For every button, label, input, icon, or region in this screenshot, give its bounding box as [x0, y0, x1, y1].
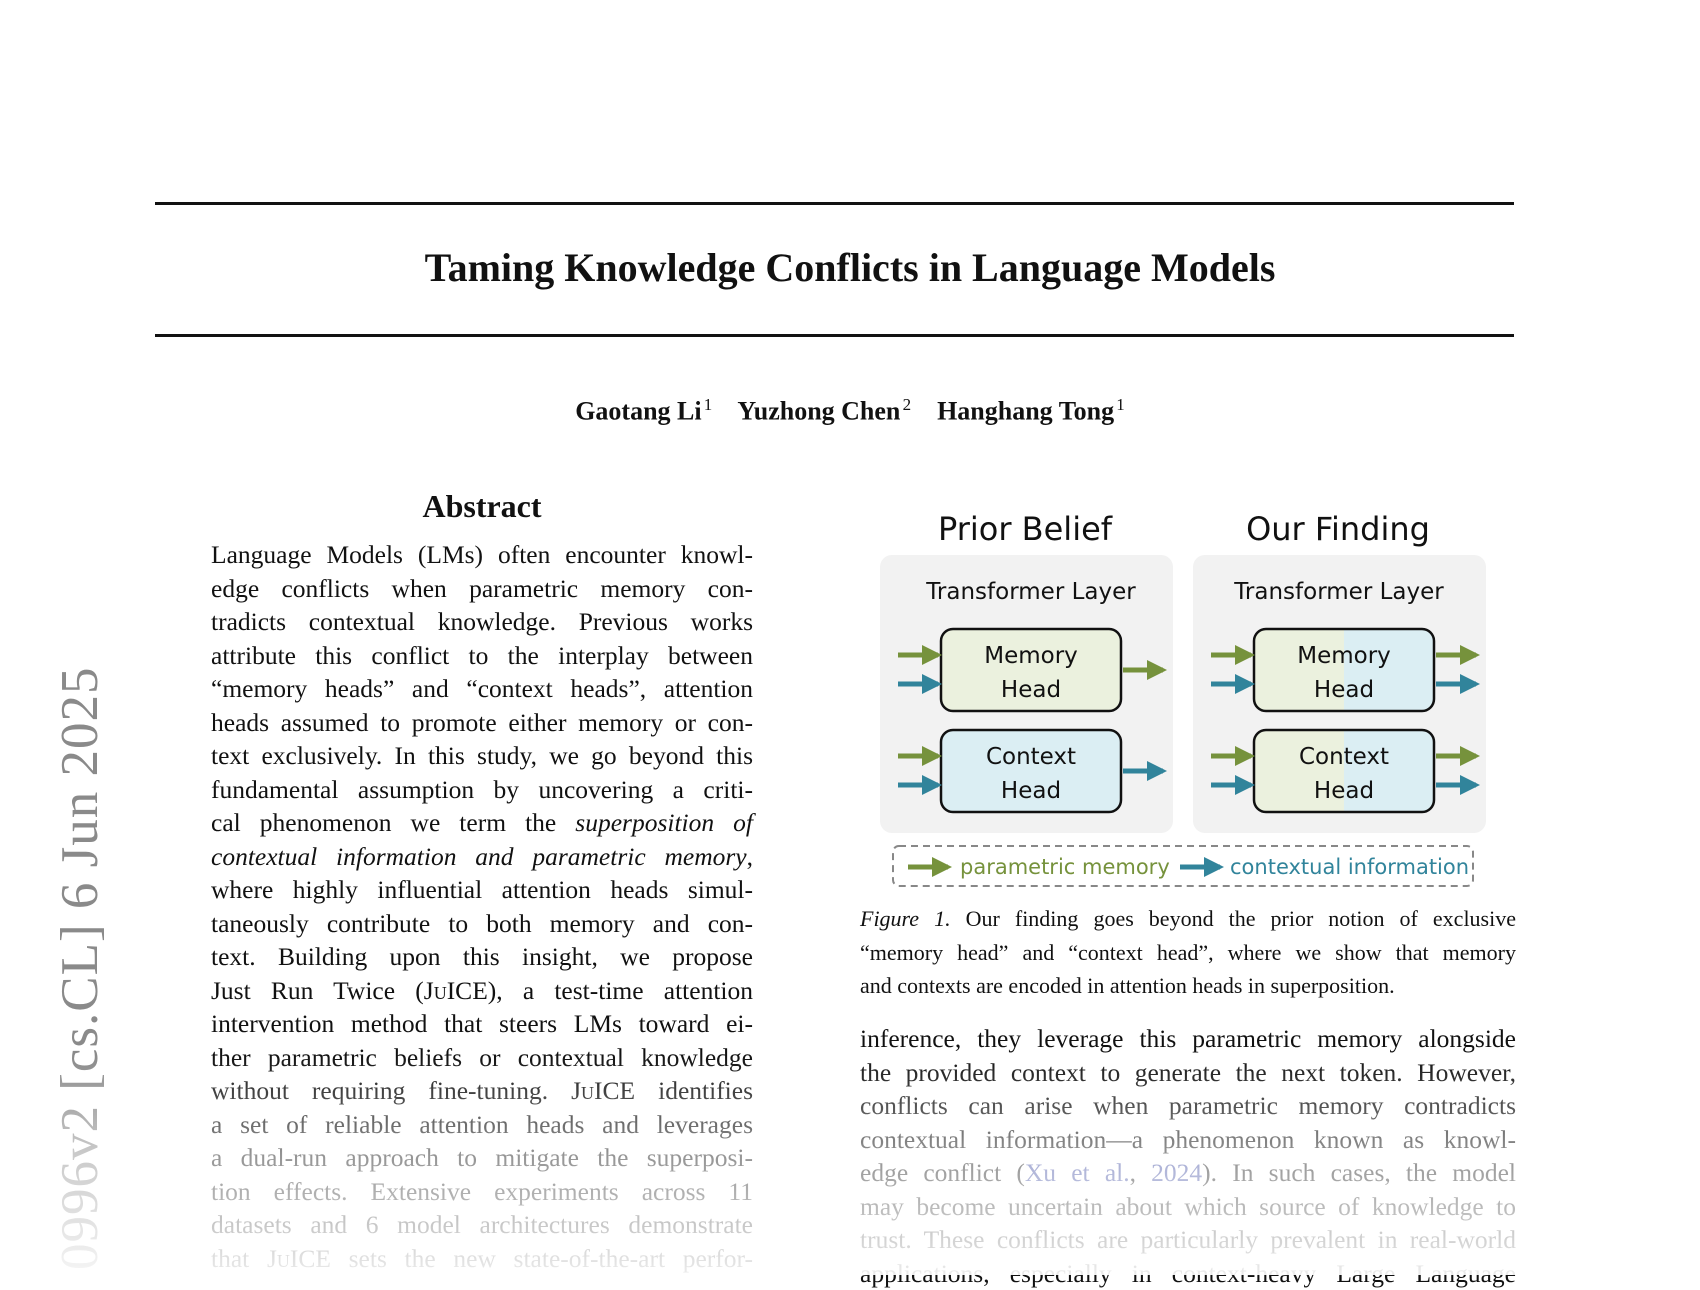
- body-line: conflicts can arise when parametric memo…: [860, 1089, 1516, 1123]
- abstract-line: tion effects. Extensive experiments acro…: [211, 1175, 753, 1209]
- body-text: ). In such cases, the model: [1202, 1158, 1516, 1187]
- abstract-line: where highly influential attention heads…: [211, 873, 753, 907]
- body-line: edge conflict (Xu et al., 2024). In such…: [860, 1156, 1516, 1190]
- paper-title: Taming Knowledge Conflicts in Language M…: [0, 244, 1700, 291]
- abstract-line: without requiring fine-tuning. JuICE ide…: [211, 1074, 753, 1108]
- abstract-emphasis: contextual information and parametric me…: [211, 842, 747, 871]
- abstract-line: text exclusively. In this study, we go b…: [211, 739, 753, 773]
- abstract-line: taneously contribute to both memory and …: [211, 907, 753, 941]
- method-name: JuICE: [571, 1076, 635, 1105]
- body-text: edge conflict (: [860, 1158, 1025, 1187]
- body-line: inference, they leverage this parametric…: [860, 1022, 1516, 1056]
- author-list: Gaotang Li 1 Yuzhong Chen 2 Hanghang Ton…: [0, 395, 1700, 427]
- memory-head-label: Memory: [984, 643, 1078, 669]
- figure-caption: Figure 1. Our finding goes beyond the pr…: [860, 903, 1516, 1004]
- author-name: Gaotang Li: [575, 397, 701, 426]
- context-head-label: Context: [1299, 744, 1389, 770]
- abstract-line: a dual-run approach to mitigate the supe…: [211, 1141, 753, 1175]
- author-name: Hanghang Tong: [937, 397, 1114, 426]
- abstract-line: datasets and 6 model architectures demon…: [211, 1208, 753, 1242]
- title-rule-top: [155, 202, 1514, 205]
- author-name: Yuzhong Chen: [737, 397, 900, 426]
- caption-line: and contexts are encoded in attention he…: [860, 970, 1516, 1004]
- abstract-line: cal phenomenon we term the superposition…: [211, 806, 753, 840]
- abstract-text: without requiring fine-tuning.: [211, 1076, 548, 1105]
- author-affiliation: 1: [704, 395, 713, 414]
- abstract-line: Just Run Twice (JuICE), a test-time atte…: [211, 974, 753, 1008]
- context-head-label: Head: [1314, 778, 1374, 804]
- abstract-line: attribute this conflict to the interplay…: [211, 639, 753, 673]
- author-affiliation: 1: [1116, 395, 1125, 414]
- abstract-line: text. Building upon this insight, we pro…: [211, 940, 753, 974]
- body-line: may become uncertain about which source …: [860, 1190, 1516, 1224]
- author-affiliation: 2: [903, 395, 912, 414]
- title-rule-bottom: [155, 334, 1514, 337]
- legend-contextual-label: contextual information: [1230, 855, 1469, 879]
- method-name: JuICE: [267, 1244, 331, 1273]
- body-line: contextual information—a phenomenon know…: [860, 1123, 1516, 1157]
- abstract-text: that: [211, 1244, 249, 1273]
- abstract-text: sets the new state-of-the-art perfor-: [331, 1244, 753, 1273]
- arxiv-sidebar-stamp: 0996v2 [cs.CL] 6 Jun 2025: [50, 666, 110, 1270]
- abstract-text: ), a test-time attention: [488, 976, 753, 1005]
- memory-head-label: Memory: [1297, 643, 1391, 669]
- method-name: JuICE: [424, 976, 488, 1005]
- panel-heading-our-finding: Our Finding: [1246, 510, 1430, 548]
- abstract-line: “memory heads” and “context heads”, atte…: [211, 672, 753, 706]
- abstract-text: Just Run Twice (: [211, 976, 424, 1005]
- abstract-line: that JuICE sets the new state-of-the-art…: [211, 1242, 753, 1276]
- context-head-label: Context: [986, 744, 1076, 770]
- transformer-layer-label: Transformer Layer: [1233, 579, 1444, 605]
- citation-year-link[interactable]: 2024: [1151, 1158, 1202, 1187]
- abstract-text: identifies: [635, 1076, 753, 1105]
- body-line: the provided context to generate the nex…: [860, 1056, 1516, 1090]
- context-head-label: Head: [1001, 778, 1061, 804]
- caption-text: Our finding goes beyond the prior notion…: [951, 906, 1516, 931]
- legend-parametric-label: parametric memory: [960, 855, 1170, 879]
- intro-body-text: inference, they leverage this parametric…: [860, 1022, 1516, 1290]
- figure-1-diagram: Prior Belief Transformer Layer Memory He…: [860, 500, 1520, 890]
- caption-line: Figure 1. Our finding goes beyond the pr…: [860, 903, 1516, 937]
- abstract-text: cal phenomenon we term the: [211, 808, 556, 837]
- abstract-line: fundamental assumption by uncovering a c…: [211, 773, 753, 807]
- abstract-emphasis: superposition of: [575, 808, 753, 837]
- abstract-text: ,: [747, 842, 753, 871]
- abstract-line: tradicts contextual knowledge. Previous …: [211, 605, 753, 639]
- citation-link[interactable]: Xu et al.: [1025, 1158, 1130, 1187]
- abstract-line: ther parametric beliefs or contextual kn…: [211, 1041, 753, 1075]
- abstract-line: edge conflicts when parametric memory co…: [211, 572, 753, 606]
- body-text: ,: [1130, 1158, 1152, 1187]
- transformer-layer-label: Transformer Layer: [925, 579, 1136, 605]
- caption-label: Figure 1.: [860, 906, 951, 931]
- body-line: applications, especially in context-heav…: [860, 1257, 1516, 1290]
- abstract-line: contextual information and parametric me…: [211, 840, 753, 874]
- abstract-body: Language Models (LMs) often encounter kn…: [211, 538, 753, 1275]
- caption-line: “memory head” and “context head”, where …: [860, 937, 1516, 971]
- abstract-line: intervention method that steers LMs towa…: [211, 1007, 753, 1041]
- body-line: trust. These conflicts are particularly …: [860, 1223, 1516, 1257]
- abstract-line: Language Models (LMs) often encounter kn…: [211, 538, 753, 572]
- memory-head-label: Head: [1001, 677, 1061, 703]
- abstract-line: a set of reliable attention heads and le…: [211, 1108, 753, 1142]
- memory-head-label: Head: [1314, 677, 1374, 703]
- abstract-line: heads assumed to promote either memory o…: [211, 706, 753, 740]
- abstract-heading: Abstract: [211, 488, 753, 525]
- panel-heading-prior-belief: Prior Belief: [938, 510, 1113, 548]
